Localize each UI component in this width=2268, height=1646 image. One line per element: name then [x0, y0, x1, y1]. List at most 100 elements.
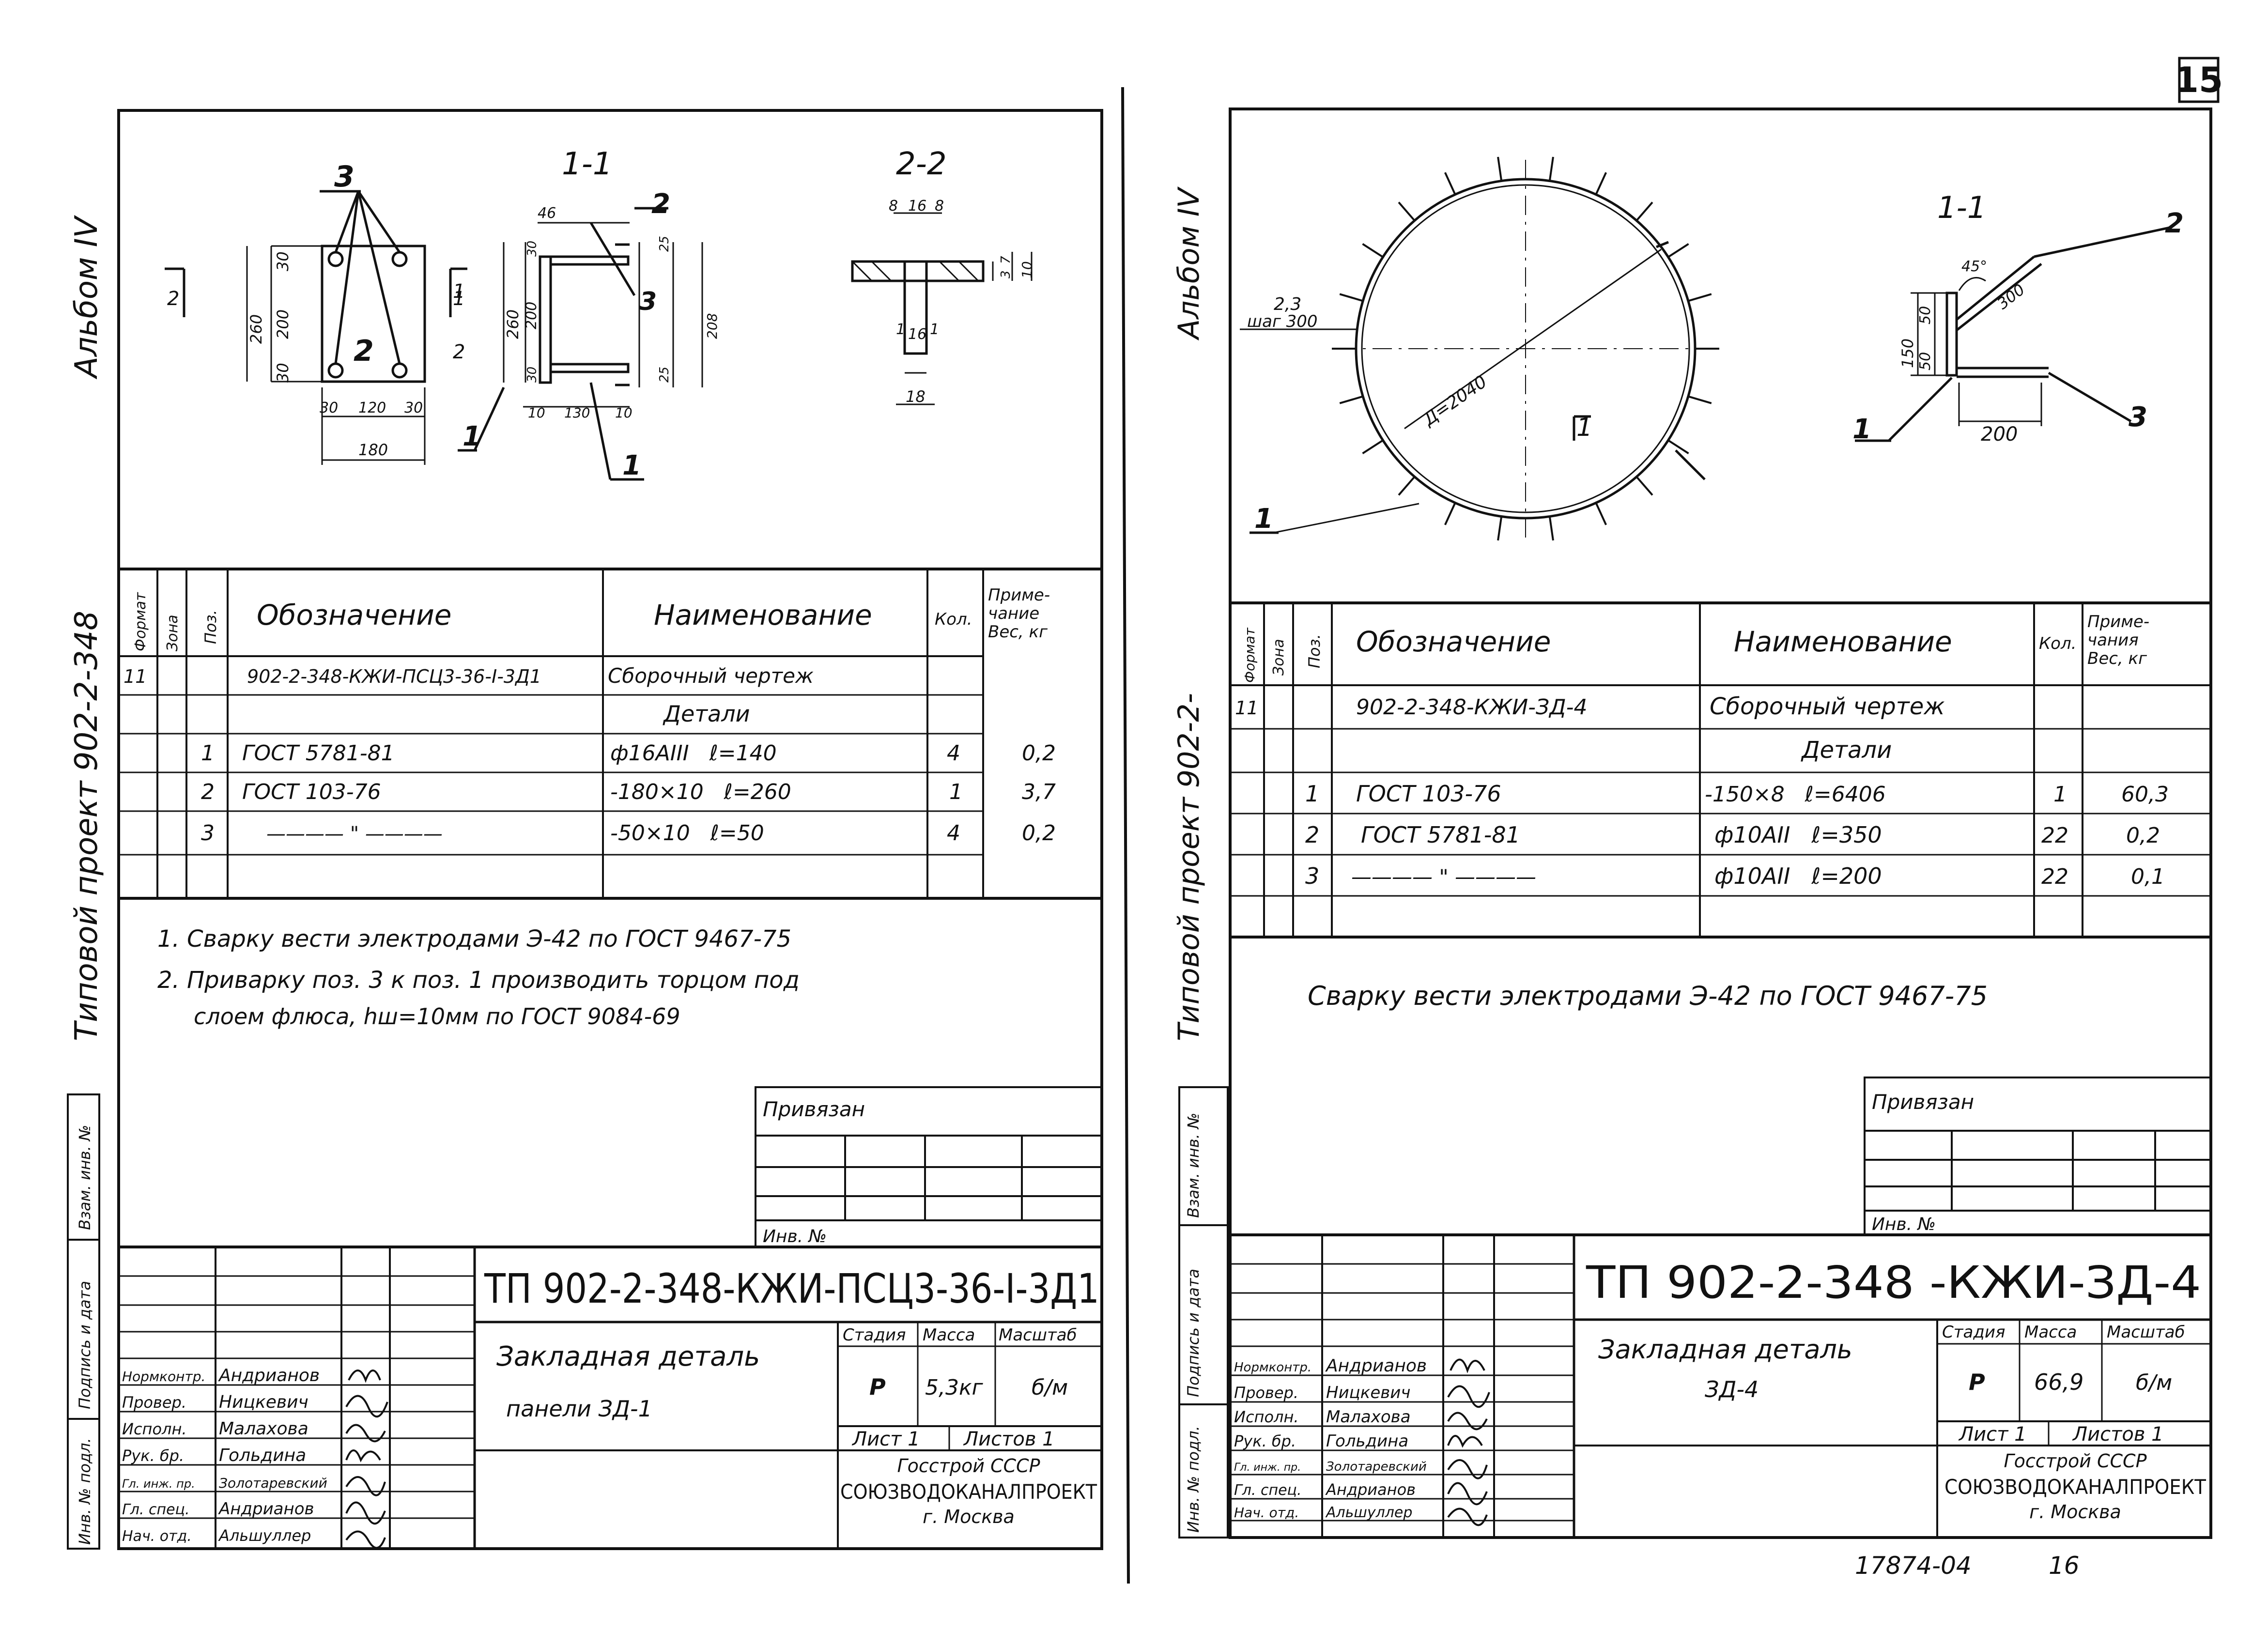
anchor-bar — [1398, 476, 1416, 496]
left-person-5-role: Гл. спец. — [122, 1501, 189, 1518]
left-spec-r0-designation: 902-2-348-КЖИ-ПСЦ3-36-I-3Д1 — [247, 666, 541, 687]
left-spec-header-pos: Поз. — [201, 610, 220, 644]
right-person-5-name: Андрианов — [1325, 1480, 1416, 1499]
right-title-stage-v: Р — [1969, 1369, 1985, 1395]
left-dim-10a: 10 — [528, 405, 545, 421]
left-privyazan-grid — [755, 1086, 1103, 1248]
right-person-1-role: Провер. — [1234, 1384, 1298, 1402]
anchor-bar — [1548, 156, 1554, 181]
left-callout-plate-2: 2 — [354, 334, 374, 368]
left-section-1-1-drawing — [458, 207, 703, 481]
right-spec-header-note-l3: Вес, кг — [2087, 649, 2147, 668]
right-section-1-1: 1-1 — [1937, 190, 1986, 225]
left-callout-plate-3: 3 — [334, 160, 355, 194]
left-person-0-role: Нормконтр. — [122, 1369, 205, 1384]
left-side-project: Типовой проект 902-2-348 — [69, 611, 105, 1041]
anchor-bar — [1688, 293, 1712, 302]
right-person-0-name: Андрианов — [1325, 1356, 1427, 1376]
right-person-4-role: Гл. инж. пр. — [1234, 1461, 1301, 1474]
right-privyazan: Привязан — [1872, 1090, 1974, 1114]
right-spec-r0-designation: 902-2-348-КЖИ-ЗД-4 — [1356, 695, 1587, 720]
left-title-code: ТП 902-2-348-КЖИ-ПСЦ3-36-I-3Д1 — [484, 1265, 1099, 1312]
right-signatures — [1447, 1358, 1490, 1526]
left-plate-drawing — [165, 190, 467, 465]
left-dim-16b: 16 — [908, 326, 926, 343]
right-person-3-role: Рук. бр. — [1234, 1432, 1296, 1450]
right-spec-header-qty: Кол. — [2039, 634, 2076, 653]
anchor-bar — [1688, 395, 1712, 404]
right-spec-r4-qty: 22 — [2041, 864, 2068, 889]
left-note-3: слоем флюса, hш=10мм по ГОСТ 9084-69 — [194, 1003, 680, 1030]
right-spec-r2-name: -150×8 ℓ=6406 — [1705, 782, 1886, 807]
left-dim-18: 18 — [906, 387, 926, 406]
anchor-bar — [1548, 516, 1554, 541]
right-title-scale-h: Масштаб — [2107, 1323, 2185, 1342]
page-number: 15 — [2175, 60, 2223, 100]
right-spec-r0-format: 11 — [1235, 697, 1258, 719]
right-person-5-role: Гл. спец. — [1234, 1482, 1301, 1499]
right-spec-header-designation: Обозначение — [1356, 625, 1551, 658]
left-frame — [117, 109, 1103, 1550]
left-mark-1a: 2 — [167, 288, 179, 310]
left-dim-10c: 10 — [1019, 261, 1035, 278]
left-spec-header-note-l1: Приме- — [988, 585, 1050, 605]
right-ring-ticks — [1332, 156, 1719, 541]
left-spec-header-name: Наименование — [654, 599, 872, 631]
left-title-stage-v: Р — [869, 1374, 886, 1400]
right-side-album: Альбом IV — [1172, 186, 1206, 341]
left-spec-r4-note: 0,2 — [1022, 821, 1056, 846]
right-people: Нормконтр. Андрианов Провер. Ницкевич Ис… — [1234, 1356, 1427, 1521]
right-callout-ring-1: 1 — [1254, 503, 1273, 535]
right-callout-ring-1b: 1 — [1576, 413, 1592, 442]
left-title-org2: СОЮЗВОДОКАНАЛПРОЕКТ — [840, 1480, 1097, 1504]
left-dim-25a: 25 — [657, 236, 672, 252]
left-dim-30e: 30 — [525, 241, 540, 257]
right-titleblock-grid — [1230, 1233, 2211, 1538]
left-spec-r4-designation: ———— " ———— — [266, 823, 443, 845]
right-dim-150: 150 — [1898, 338, 1917, 368]
right-spec-r2-qty: 1 — [2053, 782, 2067, 807]
left-spec-r3-qty: 1 — [949, 780, 963, 804]
left-title-stage-h: Стадия — [843, 1325, 906, 1345]
right-frame — [1229, 108, 2212, 1539]
left-spec-r3-name: -180×10 ℓ=260 — [610, 780, 791, 804]
left-mark-2a: 1 — [453, 288, 465, 310]
left-dim-120: 120 — [358, 400, 386, 416]
right-person-1-name: Ницкевич — [1326, 1383, 1410, 1402]
left-side-field-0: Инв. № подл. — [76, 1438, 94, 1545]
left-dim-10b: 10 — [615, 405, 633, 421]
right-pitch-2: шаг 300 — [1247, 312, 1318, 331]
anchor-bar — [1497, 156, 1503, 181]
anchor-bar — [1635, 476, 1653, 496]
anchor-bar — [1635, 201, 1653, 221]
left-title-sheet: Лист 1 — [851, 1428, 920, 1450]
right-inv: Инв. № — [1872, 1215, 1936, 1234]
left-person-3-role: Рук. бр. — [122, 1446, 184, 1465]
left-side-field-2: Взам. инв. № — [76, 1125, 94, 1230]
right-spec-r3-name: ф10АII ℓ=350 — [1714, 822, 1882, 848]
left-dim-30c: 30 — [320, 400, 338, 416]
left-dim-30f: 30 — [525, 367, 540, 383]
left-title-org1: Госстрой СССР — [897, 1455, 1040, 1477]
left-spec-r0-format: 11 — [123, 666, 147, 687]
anchor-bar — [1339, 395, 1363, 404]
page-number-box — [2178, 57, 2220, 103]
left-title-name1: Закладная деталь — [496, 1341, 760, 1372]
left-dim-260a: 260 — [247, 314, 265, 344]
right-spec-r3-note: 0,2 — [2126, 823, 2160, 848]
left-spec-r4-name: -50×10 ℓ=50 — [610, 821, 764, 846]
left-title-sheets: Листов 1 — [963, 1428, 1055, 1450]
anchor-bar — [1667, 439, 1689, 454]
left-dim-130: 130 — [564, 405, 590, 421]
left-dim-8a: 8 — [889, 198, 898, 215]
right-side-field-2: Взам. инв. № — [1184, 1113, 1203, 1218]
left-callout-sec-1: 1 — [463, 421, 481, 452]
right-side-field-1: Подпись и дата — [1184, 1269, 1203, 1397]
left-dim-200a: 200 — [274, 309, 292, 339]
right-person-0-role: Нормконтр. — [1234, 1360, 1311, 1375]
right-spec-r2-designation: ГОСТ 103-76 — [1356, 781, 1501, 807]
anchor-bar — [1595, 172, 1607, 195]
left-person-5-name: Андрианов — [218, 1499, 314, 1519]
left-spec-header-qty: Кол. — [935, 610, 972, 629]
